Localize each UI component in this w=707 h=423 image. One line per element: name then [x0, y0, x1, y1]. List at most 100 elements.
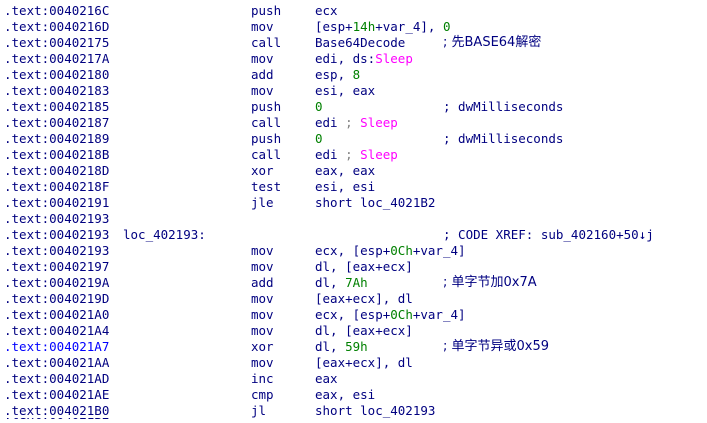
instruction-mnemonic[interactable]: mov — [251, 307, 274, 322]
line-address[interactable]: .text:00402189 — [4, 131, 110, 146]
instruction-operands[interactable]: esi, esi — [315, 179, 375, 195]
line-address[interactable]: .text:004021AA — [4, 355, 110, 370]
instruction-operands[interactable]: short loc_402193 — [315, 403, 435, 419]
instruction-operands[interactable]: [eax+ecx], dl — [315, 291, 413, 307]
disasm-line[interactable]: .text:0040219D mov [eax+ecx], dl — [0, 291, 707, 307]
line-address[interactable]: .text:00402191 — [4, 195, 110, 210]
line-address[interactable]: .text:004021A4 — [4, 323, 110, 338]
line-address[interactable]: .text:004021AE — [4, 387, 110, 402]
instruction-mnemonic[interactable]: mov — [251, 19, 274, 34]
instruction-mnemonic[interactable]: add — [251, 67, 274, 82]
instruction-mnemonic[interactable]: mov — [251, 355, 274, 370]
instruction-mnemonic[interactable]: jle — [251, 195, 274, 210]
line-address[interactable]: .text:0040216D — [4, 19, 110, 34]
instruction-mnemonic[interactable]: xor — [251, 163, 274, 178]
instruction-operands[interactable]: dl, [eax+ecx] — [315, 323, 413, 339]
disasm-line[interactable]: .text:004021A4 mov dl, [eax+ecx] — [0, 323, 707, 339]
line-address[interactable]: .text:0040216C — [4, 3, 110, 18]
instruction-mnemonic[interactable]: jl — [251, 403, 267, 418]
line-address[interactable]: .text:00402197 — [4, 259, 110, 274]
instruction-operands[interactable]: edi, ds:Sleep — [315, 51, 413, 67]
disasm-line[interactable]: .text:004021AE cmp eax, esi — [0, 387, 707, 403]
disasm-line[interactable]: .text:0040216D mov [esp+14h+var_4], 0 — [0, 19, 707, 35]
instruction-mnemonic[interactable]: mov — [251, 291, 274, 306]
code-label[interactable]: loc_402193: — [123, 227, 206, 242]
instruction-operands[interactable]: 0 — [315, 131, 323, 147]
line-address[interactable]: .text:00402187 — [4, 115, 110, 130]
instruction-operands[interactable]: ecx, [esp+0Ch+var_4] — [315, 243, 466, 259]
disasm-line[interactable]: .text:00402187 call edi ; Sleep — [0, 115, 707, 131]
disasm-line[interactable]: .text:0040218B call edi ; Sleep — [0, 147, 707, 163]
disasm-line[interactable]: .text:00402180 add esp, 8 — [0, 67, 707, 83]
instruction-mnemonic[interactable]: push — [251, 99, 282, 114]
instruction-mnemonic[interactable]: push — [251, 131, 282, 146]
disasm-line[interactable]: .text:00402197 mov dl, [eax+ecx] — [0, 259, 707, 275]
instruction-operands[interactable]: eax — [315, 371, 338, 387]
disasm-line[interactable]: .text:0040218F test esi, esi — [0, 179, 707, 195]
instruction-operands[interactable]: dl, 59h — [315, 339, 368, 355]
line-address[interactable]: .text:0040219A — [4, 275, 110, 290]
instruction-mnemonic[interactable]: call — [251, 115, 282, 130]
line-address[interactable]: .text:00402180 — [4, 67, 110, 82]
instruction-operands[interactable]: [esp+14h+var_4], 0 — [315, 19, 450, 35]
line-address[interactable]: .text:00402185 — [4, 99, 110, 114]
instruction-mnemonic[interactable]: inc — [251, 371, 274, 386]
instruction-operands[interactable]: Base64Decode — [315, 35, 405, 51]
line-address[interactable]: .text:00402193 — [4, 243, 110, 258]
line-address[interactable]: .text:004021A7 — [4, 339, 110, 354]
disasm-line[interactable]: .text:004021AD inc eax — [0, 371, 707, 387]
instruction-mnemonic[interactable]: test — [251, 179, 282, 194]
instruction-mnemonic[interactable]: mov — [251, 243, 274, 258]
instruction-mnemonic[interactable]: call — [251, 35, 282, 50]
disasm-line[interactable]: .text:0040218D xor eax, eax — [0, 163, 707, 179]
line-address[interactable]: .text:0040217A — [4, 51, 110, 66]
instruction-operands[interactable]: ecx — [315, 3, 338, 19]
instruction-operands[interactable]: esi, eax — [315, 83, 375, 99]
instruction-operands[interactable]: edi ; Sleep — [315, 147, 398, 163]
instruction-mnemonic[interactable]: xor — [251, 339, 274, 354]
instruction-mnemonic[interactable]: add — [251, 275, 274, 290]
disasm-line[interactable]: .text:004021AA mov [eax+ecx], dl — [0, 355, 707, 371]
instruction-mnemonic[interactable]: mov — [251, 83, 274, 98]
instruction-operands[interactable]: ecx, [esp+0Ch+var_4] — [315, 307, 466, 323]
disasm-line[interactable]: .text:00402193 mov ecx, [esp+0Ch+var_4] — [0, 243, 707, 259]
instruction-mnemonic[interactable]: call — [251, 147, 282, 162]
instruction-operands[interactable]: eax, esi — [315, 387, 375, 403]
line-address[interactable]: .text:0040218D — [4, 163, 110, 178]
instruction-mnemonic[interactable]: mov — [251, 259, 274, 274]
line-address[interactable]: .text:0040219D — [4, 291, 110, 306]
instruction-operands[interactable]: 0 — [315, 99, 323, 115]
line-address[interactable]: .text:0040218B — [4, 147, 110, 162]
line-address[interactable]: .text:00402193 — [4, 227, 110, 242]
line-address[interactable]: .text:00402175 — [4, 35, 110, 50]
instruction-mnemonic[interactable]: cmp — [251, 387, 274, 402]
disasm-line[interactable]: .text:004021B0 jl short loc_402193 — [0, 403, 707, 419]
line-address[interactable]: .text:004021B0 — [4, 403, 110, 418]
instruction-operands[interactable]: dl, [eax+ecx] — [315, 259, 413, 275]
instruction-mnemonic[interactable]: push — [251, 3, 282, 18]
instruction-operands[interactable]: eax, eax — [315, 163, 375, 179]
line-address[interactable]: .text:0040218F — [4, 179, 110, 194]
disasm-line[interactable]: .text:0040217A mov edi, ds:Sleep — [0, 51, 707, 67]
instruction-operands[interactable]: edi ; Sleep — [315, 115, 398, 131]
line-address[interactable]: .text:004021AD — [4, 371, 110, 386]
line-address[interactable]: .text:00402193 — [4, 211, 110, 226]
instruction-mnemonic[interactable]: mov — [251, 323, 274, 338]
instruction-operands[interactable]: [eax+ecx], dl — [315, 355, 413, 371]
disasm-line[interactable]: .text:00402183 mov esi, eax — [0, 83, 707, 99]
disasm-line[interactable]: .text:00402193 — [0, 211, 707, 227]
disasm-line[interactable]: .text:0040216C push ecx — [0, 3, 707, 19]
instruction-mnemonic[interactable]: mov — [251, 51, 274, 66]
instruction-operands[interactable]: esp, 8 — [315, 67, 360, 83]
line-address[interactable]: .text:00402183 — [4, 83, 110, 98]
instruction-operands[interactable]: dl, 7Ah — [315, 275, 368, 291]
